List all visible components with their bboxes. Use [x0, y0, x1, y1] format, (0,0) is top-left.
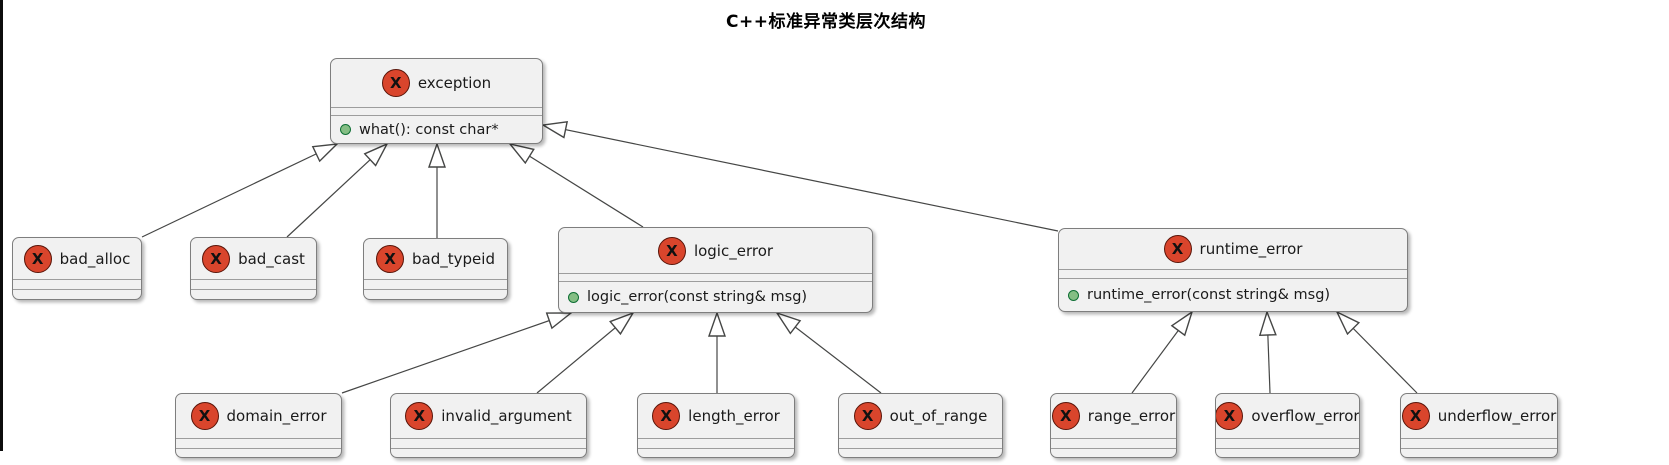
- public-method-icon: [568, 291, 579, 303]
- inheritance-edge-out_of_range-to-logic_error: [777, 313, 882, 394]
- methods-compartment: [364, 289, 507, 299]
- public-method-icon: [1068, 289, 1079, 301]
- method-row: runtime_error(const string& msg): [1059, 287, 1407, 303]
- exception-spot-icon: X: [853, 402, 882, 430]
- exception-spot-icon: X: [23, 244, 52, 273]
- method-signature: what(): const char*: [359, 121, 499, 138]
- methods-compartment: [391, 448, 586, 457]
- class-name-label: runtime_error: [1199, 240, 1303, 258]
- fields-compartment: [13, 279, 141, 289]
- inheritance-edge-bad_alloc-to-exception: [141, 144, 337, 238]
- exception-spot-icon: X: [405, 402, 434, 430]
- class-name-label: underflow_error: [1437, 407, 1557, 425]
- methods-compartment: runtime_error(const string& msg): [1059, 278, 1407, 311]
- exception-spot-icon: X: [202, 244, 231, 273]
- class-name-label: domain_error: [226, 407, 327, 425]
- method-signature: logic_error(const string& msg): [587, 289, 808, 305]
- class-name-label: bad_typeid: [412, 250, 495, 268]
- method-row: logic_error(const string& msg): [559, 289, 872, 305]
- exception-spot-icon: X: [1216, 402, 1244, 430]
- methods-compartment: [1216, 448, 1359, 457]
- diagram-title: C++标准异常类层次结构: [726, 12, 926, 32]
- methods-compartment: logic_error(const string& msg): [559, 281, 872, 312]
- fields-compartment: [1059, 269, 1407, 278]
- class-name-label: bad_alloc: [59, 249, 131, 268]
- inheritance-edge-bad_cast-to-exception: [286, 144, 387, 238]
- fields-compartment: [391, 438, 586, 448]
- methods-compartment: [1401, 448, 1557, 457]
- inheritance-edge-underflow_error-to-runtime_error: [1337, 312, 1418, 394]
- exception-spot-icon: X: [657, 236, 686, 265]
- class-name-label: invalid_argument: [441, 407, 572, 425]
- exception-spot-icon: X: [652, 402, 681, 430]
- inheritance-edge-domain_error-to-logic_error: [341, 313, 571, 394]
- fields-compartment: [364, 279, 507, 289]
- exception-spot-icon: X: [1163, 235, 1192, 263]
- methods-compartment: [839, 448, 1002, 457]
- public-method-icon: [340, 124, 351, 135]
- method-row: what(): const char*: [331, 122, 542, 138]
- inheritance-edge-logic_error-to-exception: [510, 144, 644, 228]
- class-name-label: exception: [417, 74, 492, 92]
- methods-compartment: [638, 448, 794, 457]
- exception-spot-icon: X: [1051, 402, 1080, 430]
- class-name-label: logic_error: [693, 241, 774, 260]
- class-name-label: length_error: [688, 407, 780, 425]
- class-name-label: overflow_error: [1251, 407, 1359, 425]
- fields-compartment: [176, 438, 341, 448]
- fields-compartment: [1216, 438, 1359, 448]
- fields-compartment: [839, 438, 1002, 448]
- fields-compartment: [191, 279, 316, 289]
- methods-compartment: [176, 448, 341, 457]
- method-signature: runtime_error(const string& msg): [1087, 287, 1331, 303]
- exception-spot-icon: X: [376, 245, 405, 273]
- methods-compartment: what(): const char*: [331, 115, 542, 143]
- methods-compartment: [1051, 448, 1176, 457]
- methods-compartment: [191, 289, 316, 299]
- class-name-label: range_error: [1087, 407, 1176, 425]
- inheritance-edge-overflow_error-to-runtime_error: [1267, 312, 1270, 394]
- exception-spot-icon: X: [1401, 402, 1430, 430]
- fields-compartment: [1051, 438, 1176, 448]
- methods-compartment: [13, 289, 141, 299]
- fields-compartment: [331, 107, 542, 115]
- inheritance-edge-runtime_error-to-exception: [543, 125, 1059, 232]
- screen-left-edge-line: [0, 0, 3, 451]
- exception-spot-icon: X: [190, 402, 219, 430]
- inheritance-edge-invalid_argument-to-logic_error: [536, 313, 633, 394]
- fields-compartment: [638, 438, 794, 448]
- class-name-label: out_of_range: [889, 407, 988, 425]
- class-name-label: bad_cast: [238, 249, 305, 268]
- fields-compartment: [559, 273, 872, 281]
- fields-compartment: [1401, 438, 1557, 448]
- inheritance-edge-range_error-to-runtime_error: [1131, 312, 1192, 394]
- exception-spot-icon: X: [381, 69, 410, 97]
